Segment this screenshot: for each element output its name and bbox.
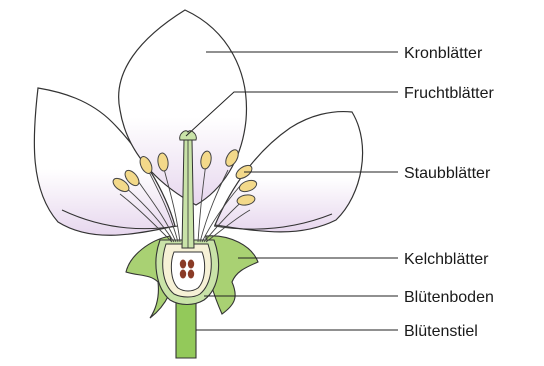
seed: [180, 270, 186, 279]
seed: [188, 270, 194, 279]
receptacle: [156, 240, 219, 305]
labels: Kronblätter Fruchtblätter Staubblätter K…: [404, 45, 494, 340]
seed: [180, 260, 186, 269]
label-carpels: Fruchtblätter: [404, 85, 494, 102]
label-receptacle: Blütenboden: [404, 289, 494, 306]
label-petals: Kronblätter: [404, 45, 483, 62]
stigma: [180, 131, 197, 140]
petals: [34, 10, 362, 235]
label-stamens: Staubblätter: [404, 165, 491, 182]
label-sepals: Kelchblätter: [404, 251, 489, 268]
seed: [188, 260, 194, 269]
ovary-chamber: [171, 252, 204, 291]
label-stalk: Blütenstiel: [404, 323, 478, 340]
